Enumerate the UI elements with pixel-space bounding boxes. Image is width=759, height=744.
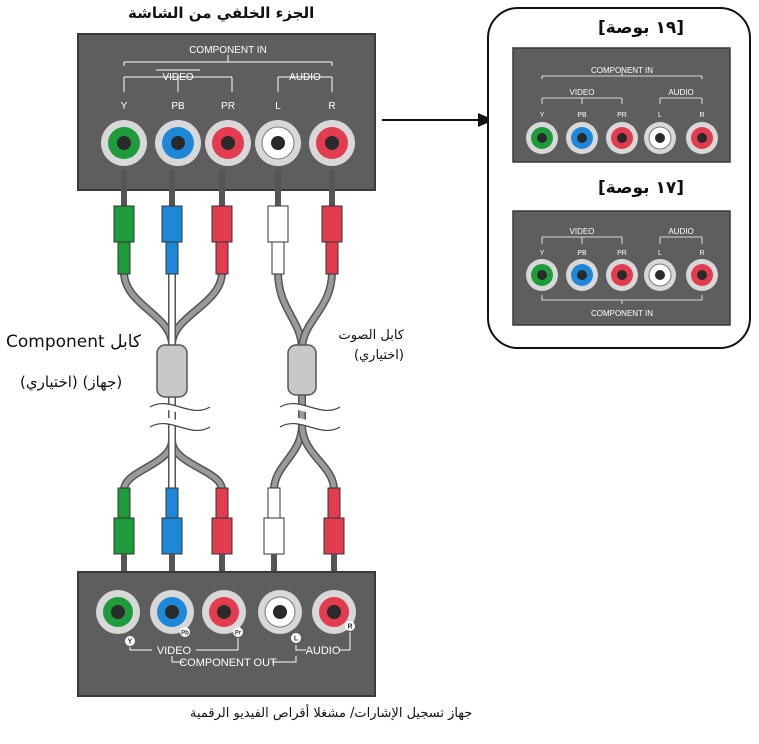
- inset17-audio-label: AUDIO: [668, 227, 693, 236]
- top-audio-label: AUDIO: [289, 72, 321, 83]
- plug-top-green: [113, 170, 135, 275]
- top-jack-label-pb: PB: [171, 101, 185, 112]
- inset19-video-label: VIDEO: [570, 88, 595, 97]
- bottom-video-label: VIDEO: [157, 645, 192, 657]
- inset-box: COMPONENT IN VIDEO AUDIO Y PB PR L R: [487, 7, 751, 349]
- inset19-group-label: COMPONENT IN: [591, 66, 653, 75]
- audio-cable-label-line1: كابل الصوت: [338, 328, 404, 343]
- bottom-jack-r[interactable]: [312, 590, 356, 634]
- badge-l: L: [294, 636, 299, 643]
- bottom-jack-pb[interactable]: [150, 590, 194, 634]
- top-jack-label-pr: PR: [221, 101, 235, 112]
- top-jack-l[interactable]: [255, 120, 301, 166]
- pointer-arrow: [382, 113, 494, 127]
- inset19-jack-label-y: Y: [540, 112, 545, 119]
- bottom-jack-pr[interactable]: [202, 590, 246, 634]
- inset17-jack-label-pr: PR: [617, 250, 627, 257]
- top-jack-pr[interactable]: [205, 120, 251, 166]
- inset17-video-label: VIDEO: [570, 227, 595, 236]
- bottom-jack-y[interactable]: [96, 590, 140, 634]
- badge-y: Y: [128, 639, 133, 646]
- top-group-label: COMPONENT IN: [189, 45, 267, 56]
- inset17-group-label: COMPONENT IN: [591, 309, 653, 318]
- inset19-audio-label: AUDIO: [668, 88, 693, 97]
- bottom-audio-label: AUDIO: [306, 645, 341, 657]
- inset17-jacks: [526, 259, 718, 291]
- inset19-jack-label-pb: PB: [577, 112, 587, 119]
- plug-top-white: [267, 170, 289, 275]
- plug-top-red-video: [211, 170, 233, 275]
- bottom-jack-l[interactable]: [258, 590, 302, 634]
- top-plugs: [113, 170, 343, 275]
- inset17-jack-label-r: R: [699, 250, 704, 257]
- top-jack-label-r: R: [328, 101, 335, 112]
- inset-19-title: [١٩ بوصة]: [598, 18, 685, 38]
- inset17-jack-label-y: Y: [540, 250, 545, 257]
- ferrite-core-component: [156, 344, 188, 398]
- bottom-caption: جهاز تسجيل الإشارات/ مشغلا أقراص الفيديو…: [190, 706, 473, 721]
- inset-17-title: [١٧ بوصة]: [598, 178, 685, 198]
- badge-pr: Pr: [235, 631, 242, 637]
- audio-cable-label-line2: (اختياري): [353, 348, 404, 363]
- top-jack-pb[interactable]: [155, 120, 201, 166]
- top-video-label: VIDEO: [162, 72, 193, 83]
- inset17-jack-label-l: L: [658, 250, 662, 257]
- top-jack-r[interactable]: [309, 120, 355, 166]
- badge-r: R: [347, 624, 352, 631]
- inset-panel-17: VIDEO AUDIO Y PB PR L R COMPONENT IN: [512, 210, 731, 326]
- bottom-panel: Y Pb Pr L R VIDEO COMPONENT OUT AUDIO: [77, 571, 376, 697]
- ferrite-core-audio: [287, 344, 317, 396]
- inset19-jack-label-r: R: [699, 112, 704, 119]
- diagram-title: الجزء الخلفي من الشاشة: [128, 4, 315, 22]
- component-cable-sublabel: (جهاز) (اختياري): [20, 373, 123, 391]
- inset19-jack-label-pr: PR: [617, 112, 627, 119]
- inset19-jacks: [526, 122, 718, 154]
- badge-pb: Pb: [181, 631, 189, 637]
- plug-top-red-audio: [321, 170, 343, 275]
- plug-top-blue: [161, 170, 183, 275]
- inset19-jack-label-l: L: [658, 112, 662, 119]
- audio-cable-label: كابل الصوت (اختياري): [338, 326, 404, 366]
- top-jack-label-y: Y: [121, 101, 128, 112]
- cable-break: [148, 403, 342, 431]
- inset-panel-19: COMPONENT IN VIDEO AUDIO Y PB PR L R: [512, 47, 731, 163]
- bottom-group-label: COMPONENT OUT: [179, 657, 277, 669]
- component-cable-label: كابل Component: [6, 332, 141, 352]
- inset17-jack-label-pb: PB: [577, 250, 587, 257]
- top-jack-label-l: L: [275, 101, 281, 112]
- top-jack-y[interactable]: [101, 120, 147, 166]
- top-panel: COMPONENT IN VIDEO AUDIO Y PB PR L R: [77, 33, 376, 191]
